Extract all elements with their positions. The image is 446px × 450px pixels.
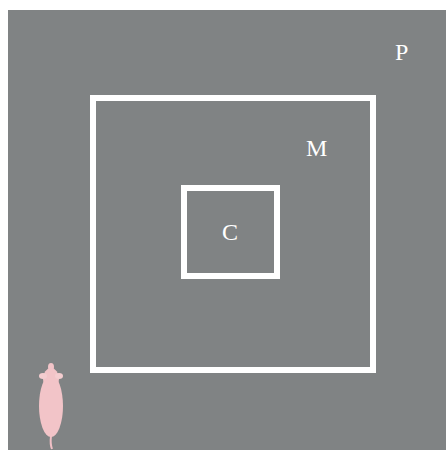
zone-label: C xyxy=(222,220,238,244)
zone-label: P xyxy=(395,40,408,64)
arena-region: PMC xyxy=(8,10,446,450)
center-zone: C xyxy=(181,185,280,279)
middle-zone: MC xyxy=(90,95,376,373)
zone-label: M xyxy=(306,136,327,160)
